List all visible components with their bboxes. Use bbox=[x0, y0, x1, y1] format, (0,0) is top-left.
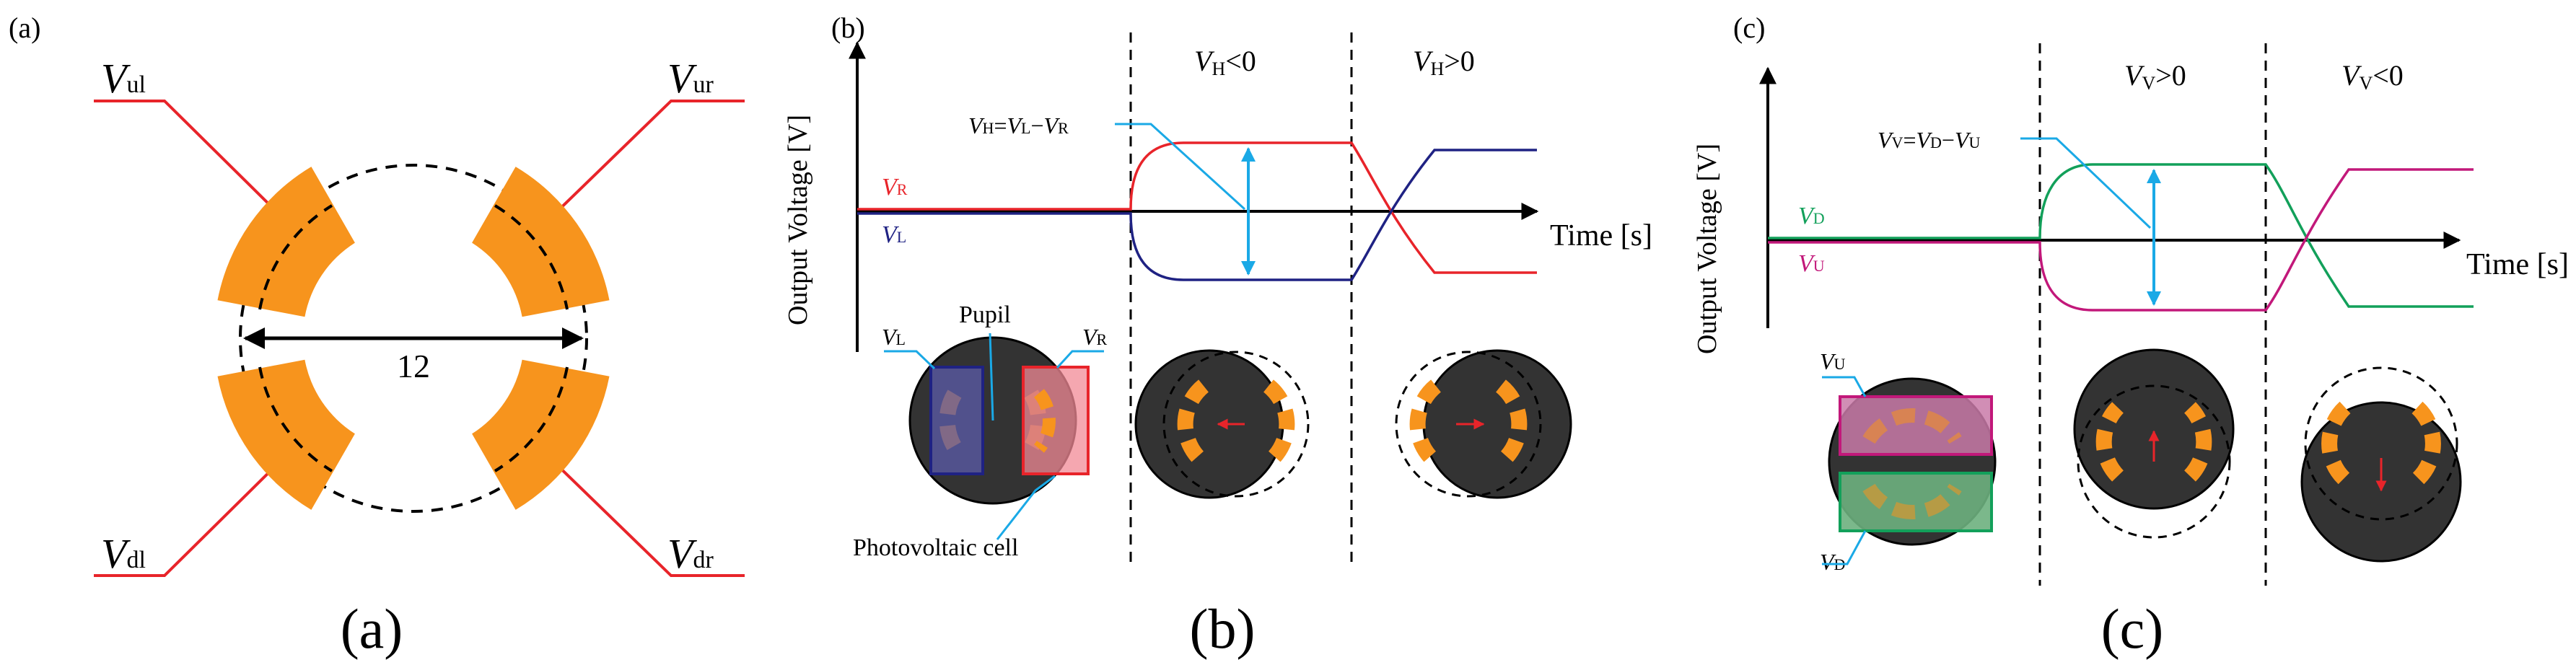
label-v-ur: Vur bbox=[667, 55, 714, 102]
pupil-circle-outline bbox=[239, 164, 588, 513]
region-1-label: VV>0 bbox=[2124, 59, 2186, 94]
eye-shifted-right bbox=[1395, 349, 1572, 499]
region-2-label: VV<0 bbox=[2341, 59, 2404, 94]
panel-a-caption: (a) bbox=[341, 597, 403, 660]
electrode-dl bbox=[217, 359, 355, 510]
panel-b-corner-label: (b) bbox=[831, 12, 865, 44]
lead-dr bbox=[547, 455, 745, 577]
vh-formula: VH=VL−VR bbox=[968, 113, 1069, 138]
electrode-ul bbox=[217, 167, 355, 317]
signal-label-v-u: VU bbox=[1798, 250, 1825, 277]
region-1-label: VH<0 bbox=[1194, 45, 1256, 79]
box-l-leader bbox=[884, 350, 936, 370]
lead-dl bbox=[94, 455, 286, 577]
panel-c-corner-label: (c) bbox=[1733, 12, 1765, 44]
box-u-leader bbox=[1822, 376, 1867, 397]
eye-shifted-left bbox=[1134, 349, 1310, 499]
pupil-leader bbox=[989, 332, 994, 421]
signal-v-u bbox=[1768, 168, 2474, 312]
box-r-leader bbox=[1056, 350, 1104, 369]
signal-label-v-r: VR bbox=[882, 174, 908, 201]
signal-v-l bbox=[857, 149, 1537, 281]
eye-shifted-down bbox=[2300, 366, 2462, 563]
box-label-v-l: VL bbox=[882, 324, 906, 350]
photocell-box-u bbox=[1839, 395, 1993, 456]
signal-v-r bbox=[857, 141, 1537, 274]
vh-formula-leader bbox=[1115, 123, 1246, 211]
panel-c: (c) Output Voltage [V] Time [s] VV>0 VV<… bbox=[1692, 12, 2569, 660]
diameter-label: 12 bbox=[397, 348, 430, 384]
region-2-label: VH>0 bbox=[1413, 45, 1475, 79]
signal-label-v-l: VL bbox=[882, 221, 906, 248]
cell-leader bbox=[996, 475, 1056, 540]
electrode-leads bbox=[94, 100, 745, 577]
photocell-box-l bbox=[929, 366, 984, 475]
lead-ur bbox=[547, 100, 745, 221]
electrode-dr bbox=[472, 359, 610, 510]
signal-label-v-d: VD bbox=[1798, 203, 1825, 229]
label-v-ul: Vul bbox=[101, 55, 146, 102]
panel-a: (a) 12 Vul Vur bbox=[9, 12, 745, 660]
vv-formula: VV=VD−VU bbox=[1878, 127, 1981, 153]
x-axis-label: Time [s] bbox=[1550, 219, 1652, 252]
electrode-ur bbox=[472, 167, 610, 317]
label-v-dl: Vdl bbox=[101, 530, 146, 577]
panel-c-caption: (c) bbox=[2101, 597, 2164, 660]
box-label-v-d: VD bbox=[1820, 549, 1845, 575]
lead-ul bbox=[94, 100, 286, 221]
eye-centered bbox=[1828, 377, 1997, 546]
vv-formula-leader bbox=[2020, 137, 2152, 229]
box-label-v-r: VR bbox=[1082, 324, 1108, 350]
photovoltaic-cell-label: Photovoltaic cell bbox=[853, 534, 1018, 561]
signal-v-d bbox=[1768, 163, 2474, 308]
panel-a-corner-label: (a) bbox=[9, 12, 40, 44]
y-axis-label: Output Voltage [V] bbox=[1692, 144, 1722, 354]
pupil-label: Pupil bbox=[959, 301, 1011, 328]
panel-b: (b) Output Voltage [V] Time [s] VH<0 VH>… bbox=[783, 12, 1652, 660]
photocell-box-r bbox=[1022, 366, 1090, 475]
eye-shifted-up bbox=[2073, 348, 2235, 539]
panel-b-caption: (b) bbox=[1190, 597, 1256, 660]
y-axis-label: Output Voltage [V] bbox=[783, 115, 813, 325]
box-d-leader bbox=[1822, 530, 1867, 565]
x-axis-label: Time [s] bbox=[2466, 248, 2569, 281]
photocell-box-d bbox=[1839, 472, 1993, 532]
box-label-v-u: VU bbox=[1820, 348, 1846, 374]
eye-centered bbox=[908, 336, 1090, 505]
label-v-dr: Vdr bbox=[667, 530, 714, 577]
